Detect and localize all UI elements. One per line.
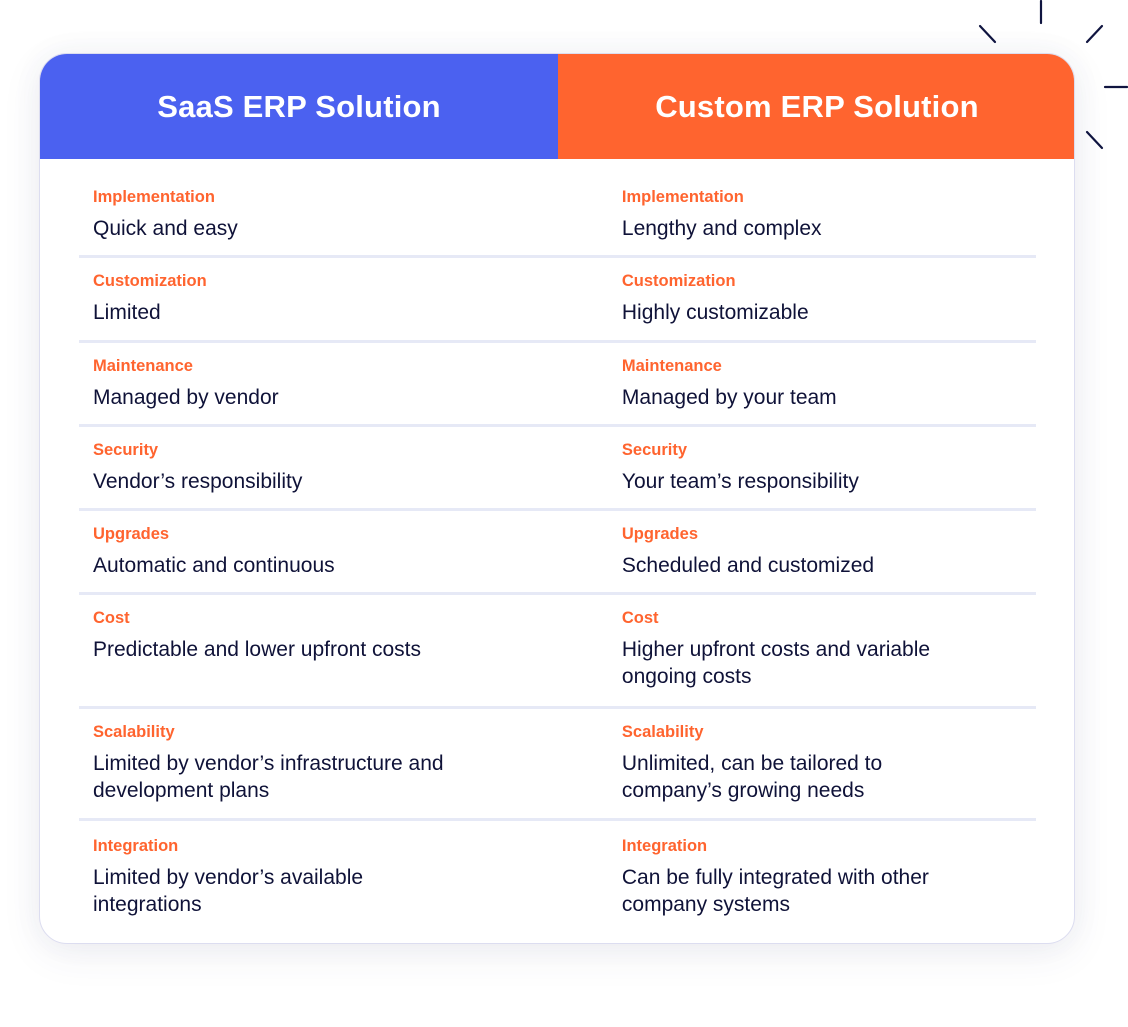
saas-cell: Cost Predictable and lower upfront costs	[79, 595, 608, 706]
custom-value: Scheduled and customized	[621, 554, 875, 577]
saas-value: Vendor’s responsibility	[93, 470, 303, 493]
saas-value: Limited by vendor’s infrastructure and d…	[93, 752, 444, 802]
row-label: Integration	[621, 837, 708, 855]
custom-cell: Integration Can be fully integrated with…	[608, 821, 1036, 931]
row-label: Security	[93, 441, 159, 459]
custom-cell: Upgrades Scheduled and customized	[608, 511, 1036, 592]
row-label: Maintenance	[621, 357, 722, 375]
saas-cell: Scalability Limited by vendor’s infrastr…	[79, 709, 608, 818]
row-label: Maintenance	[93, 357, 193, 375]
custom-value: Unlimited, can be tailored to company’s …	[621, 752, 883, 802]
custom-cell: Customization Highly customizable	[608, 258, 1036, 340]
custom-cell: Security Your team’s responsibility	[608, 427, 1036, 508]
row-label: Customization	[93, 272, 207, 290]
custom-value: Your team’s responsibility	[621, 470, 859, 493]
saas-value: Automatic and continuous	[93, 554, 335, 577]
custom-cell: Scalability Unlimited, can be tailored t…	[608, 709, 1036, 818]
custom-value: Highly customizable	[621, 301, 809, 324]
saas-value: Predictable and lower upfront costs	[93, 638, 422, 661]
row-label: Implementation	[621, 188, 744, 206]
comparison-row-cost: Cost Predictable and lower upfront costs…	[79, 595, 1036, 709]
saas-header: SaaS ERP Solution	[40, 54, 558, 159]
row-label: Customization	[621, 272, 736, 290]
comparison-card: SaaS ERP Solution Custom ERP Solution Im…	[39, 53, 1075, 944]
saas-value: Limited	[93, 301, 161, 324]
comparison-row-maintenance: Maintenance Managed by vendor Maintenanc…	[79, 343, 1036, 427]
saas-cell: Integration Limited by vendor’s availabl…	[79, 821, 608, 931]
custom-cell: Maintenance Managed by your team	[608, 343, 1036, 424]
comparison-header: SaaS ERP Solution Custom ERP Solution	[40, 54, 1074, 159]
row-label: Security	[621, 441, 688, 459]
row-label: Integration	[93, 837, 179, 855]
custom-cell: Implementation Lengthy and complex	[608, 159, 1036, 255]
comparison-rows: Implementation Quick and easy Implementa…	[79, 159, 1036, 931]
row-label: Upgrades	[93, 525, 170, 543]
custom-value: Lengthy and complex	[621, 217, 822, 240]
comparison-row-scalability: Scalability Limited by vendor’s infrastr…	[79, 709, 1036, 821]
comparison-row-upgrades: Upgrades Automatic and continuous Upgrad…	[79, 511, 1036, 595]
saas-value: Managed by vendor	[93, 386, 279, 409]
comparison-row-customization: Customization Limited Customization High…	[79, 258, 1036, 343]
saas-cell: Security Vendor’s responsibility	[79, 427, 608, 508]
saas-cell: Implementation Quick and easy	[79, 159, 608, 255]
comparison-row-implementation: Implementation Quick and easy Implementa…	[79, 159, 1036, 258]
comparison-row-security: Security Vendor’s responsibility Securit…	[79, 427, 1036, 511]
saas-cell: Upgrades Automatic and continuous	[79, 511, 608, 592]
custom-value: Managed by your team	[621, 386, 837, 409]
custom-value: Higher upfront costs and variable ongoin…	[621, 638, 931, 688]
sparkle-burst-icon	[978, 0, 1128, 150]
row-label: Implementation	[93, 188, 215, 206]
row-label: Upgrades	[621, 525, 698, 543]
custom-cell: Cost Higher upfront costs and variable o…	[608, 595, 1036, 706]
row-label: Scalability	[621, 723, 704, 741]
saas-cell: Maintenance Managed by vendor	[79, 343, 608, 424]
row-label: Cost	[621, 609, 659, 627]
row-label: Cost	[93, 609, 130, 627]
saas-value: Limited by vendor’s available integratio…	[93, 866, 364, 916]
custom-header: Custom ERP Solution	[558, 54, 1074, 159]
row-label: Scalability	[93, 723, 175, 741]
saas-title: SaaS ERP Solution	[157, 88, 441, 124]
comparison-row-integration: Integration Limited by vendor’s availabl…	[79, 821, 1036, 931]
saas-cell: Customization Limited	[79, 258, 608, 340]
saas-value: Quick and easy	[93, 217, 238, 240]
custom-title: Custom ERP Solution	[655, 88, 979, 124]
custom-value: Can be fully integrated with other compa…	[621, 866, 929, 916]
